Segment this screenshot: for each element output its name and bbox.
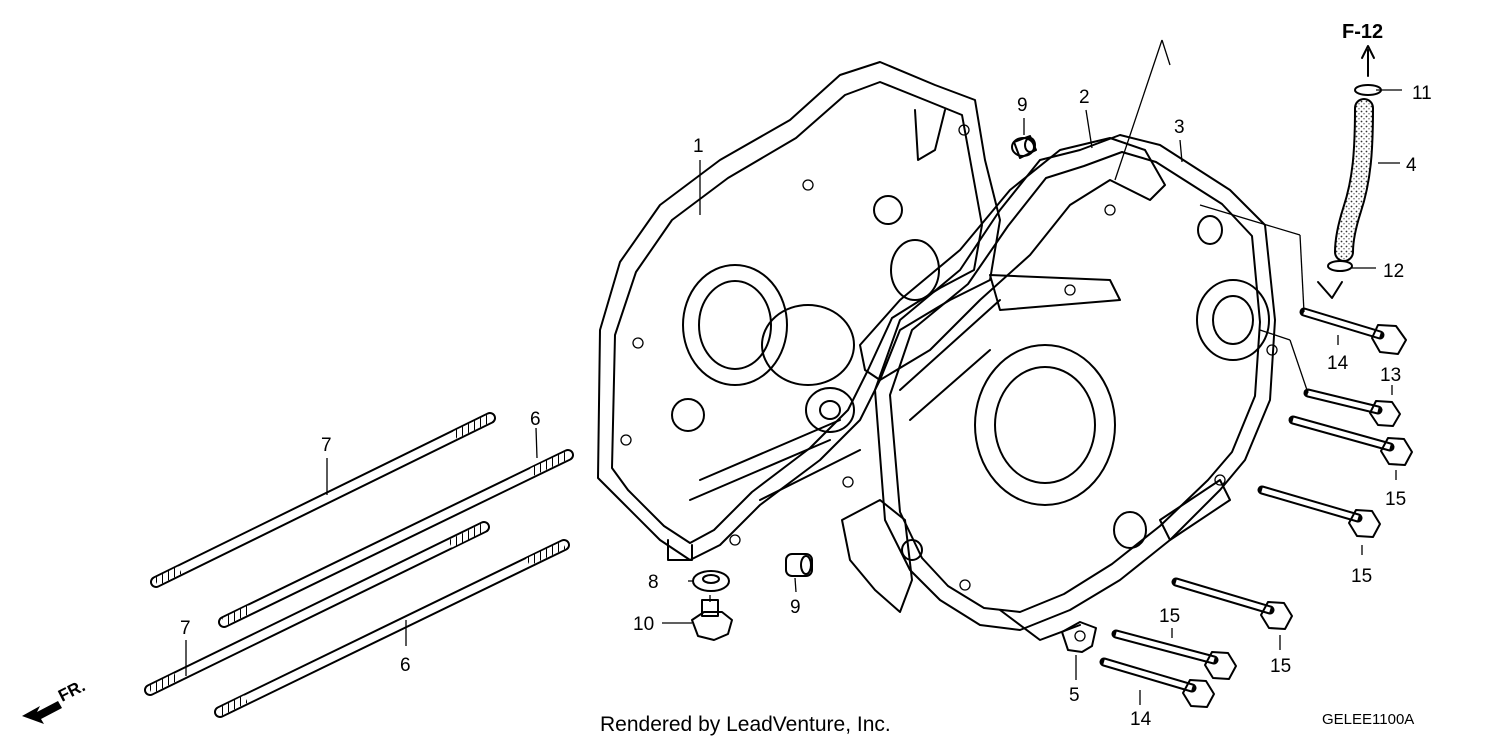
left-crankcase-half bbox=[597, 61, 1001, 561]
callout-15-d: 15 bbox=[1270, 656, 1291, 677]
leader-lines bbox=[185, 39, 1402, 705]
callout-15-b: 15 bbox=[1351, 566, 1372, 587]
callout-6-upper: 6 bbox=[530, 409, 541, 430]
callout-14-upper: 14 bbox=[1327, 353, 1349, 374]
clamp-5 bbox=[1061, 621, 1097, 653]
bolt-15-d bbox=[1111, 629, 1237, 680]
callout-12: 12 bbox=[1383, 261, 1404, 282]
stud-6-upper bbox=[218, 449, 574, 628]
callout-1: 1 bbox=[693, 136, 704, 157]
callout-15-a: 15 bbox=[1385, 489, 1406, 510]
bolt-15-c bbox=[1171, 577, 1293, 630]
callout-3: 3 bbox=[1174, 117, 1185, 138]
bolt-14-lower bbox=[1099, 657, 1215, 708]
callout-2: 2 bbox=[1079, 87, 1090, 108]
callout-6-lower: 6 bbox=[400, 655, 411, 676]
breather-hose-assembly bbox=[1317, 45, 1382, 299]
small-parts bbox=[691, 135, 1097, 653]
reference-f12-label: F-12 bbox=[1342, 21, 1383, 43]
bolt-15-a bbox=[1288, 415, 1413, 466]
callout-9-lower: 9 bbox=[790, 597, 801, 618]
callout-7-lower: 7 bbox=[180, 618, 191, 639]
stud-6-lower bbox=[214, 539, 570, 718]
bolt-14-upper bbox=[1299, 307, 1407, 355]
bolt-15-b bbox=[1257, 485, 1381, 538]
callout-7-upper: 7 bbox=[321, 435, 332, 456]
dowel-pin-9-upper bbox=[1011, 135, 1037, 159]
right-crankcase-half bbox=[874, 134, 1278, 641]
dowel-pin-9-lower bbox=[785, 553, 813, 577]
crankcase-bolts bbox=[1099, 307, 1413, 708]
drain-bolt-10 bbox=[691, 599, 733, 641]
callout-13: 13 bbox=[1380, 365, 1401, 386]
callout-11: 11 bbox=[1412, 83, 1432, 104]
front-direction-arrow: FR. bbox=[22, 676, 88, 724]
stud-7-upper bbox=[150, 412, 496, 588]
front-marker-label: FR. bbox=[55, 676, 88, 705]
hose-clip-12 bbox=[1327, 260, 1353, 272]
bolt-13 bbox=[1303, 388, 1401, 427]
callout-14-lower: 14 bbox=[1130, 709, 1152, 730]
stud-7-lower bbox=[144, 521, 490, 696]
callout-4: 4 bbox=[1406, 155, 1417, 176]
diagram-code: GELEE1100A bbox=[1322, 711, 1414, 728]
crankcase-studs bbox=[144, 412, 574, 718]
callout-10: 10 bbox=[633, 614, 654, 635]
callout-15-c: 15 bbox=[1159, 606, 1180, 627]
callout-5: 5 bbox=[1069, 685, 1080, 706]
credit-text: Rendered by LeadVenture, Inc. bbox=[600, 713, 891, 736]
callout-8: 8 bbox=[648, 572, 659, 593]
callout-9-upper: 9 bbox=[1017, 95, 1028, 116]
sealing-washer-8 bbox=[692, 570, 730, 592]
